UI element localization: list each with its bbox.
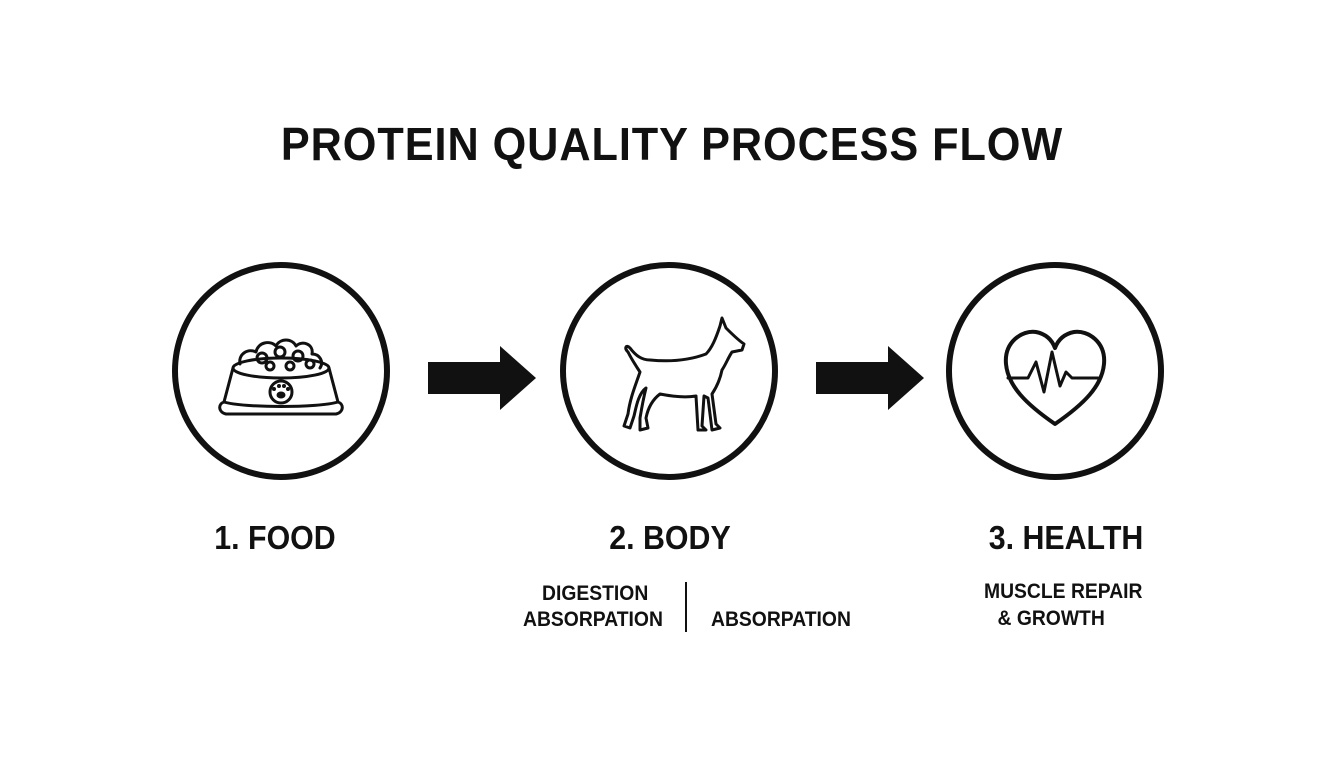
step-label-food: 1. FOOD	[214, 519, 336, 556]
body-note-digestion: DIGESTION	[542, 582, 649, 605]
step-body-circle	[560, 262, 778, 480]
step-food-circle	[172, 262, 390, 480]
heart-pulse-icon	[1003, 329, 1107, 426]
health-note-line2: & GROWTH	[997, 607, 1105, 630]
body-note-absorption-right: ABSORPATION	[711, 608, 851, 631]
diagram-title: PROTEIN QUALITY PROCESS FLOW	[280, 118, 1064, 170]
arrow-food-to-body	[428, 346, 536, 410]
body-note-absorption-left: ABSORPATION	[523, 608, 663, 631]
health-note-line1: MUSCLE REPAIR	[984, 580, 1143, 603]
step-health-circle	[946, 262, 1164, 480]
arrow-body-to-health	[816, 346, 924, 410]
step-label-body: 2. BODY	[609, 519, 731, 556]
body-notes-divider	[685, 582, 687, 632]
dog-icon	[622, 316, 746, 432]
step-label-health: 3. HEALTH	[988, 519, 1144, 556]
pet-food-bowl-icon	[218, 338, 344, 416]
